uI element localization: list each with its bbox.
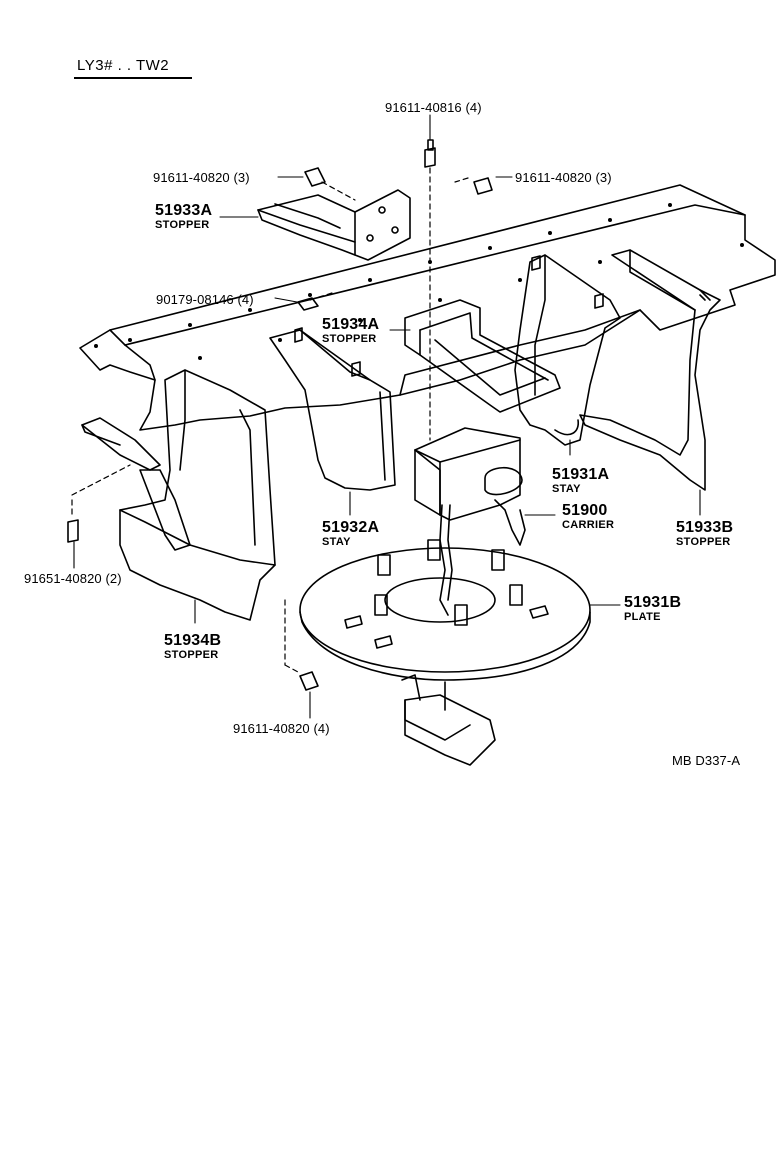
model-code-header: LY3# . . TW2 <box>77 57 170 74</box>
stay-51932a-drawing <box>269 329 396 491</box>
part-number-51931b: 51931B <box>624 594 682 611</box>
diagram-code: MB D337-A <box>672 753 741 768</box>
stopper-51933a-drawing <box>257 189 411 261</box>
carrier-51900-drawing <box>414 427 526 616</box>
fasteners-drawing <box>67 139 604 691</box>
header-underline <box>74 77 192 79</box>
fastener-label-nut: 90179-08146 (4) <box>156 292 254 307</box>
part-name-51932a: STAY <box>322 536 351 548</box>
part-name-51931a: STAY <box>552 483 581 495</box>
assembly-dashed-lines <box>71 167 469 673</box>
leader-lines <box>73 114 701 719</box>
plate-51931b-drawing <box>299 539 591 681</box>
stopper-51933b-drawing <box>579 249 721 491</box>
part-name-51934b: STOPPER <box>164 649 219 661</box>
part-number-51933b: 51933B <box>676 519 734 536</box>
part-number-51934a: 51934A <box>322 316 380 333</box>
fastener-label-top-left: 91611-40820 (3) <box>153 170 250 185</box>
part-name-51900: CARRIER <box>562 519 615 531</box>
part-name-51931b: PLATE <box>624 611 661 623</box>
part-number-51933a: 51933A <box>155 202 213 219</box>
stay-51931a-drawing <box>514 254 621 446</box>
part-name-51933a: STOPPER <box>155 219 210 231</box>
fastener-label-left: 91651-40820 (2) <box>24 571 122 586</box>
part-number-51931a: 51931A <box>552 466 610 483</box>
part-name-51933b: STOPPER <box>676 536 731 548</box>
wheel-studs-drawing <box>374 539 523 626</box>
fastener-label-top-right: 91611-40820 (3) <box>515 170 612 185</box>
part-name-51934a: STOPPER <box>322 333 377 345</box>
stopper-51934a-drawing <box>404 299 561 413</box>
stopper-51934b-drawing <box>81 369 276 621</box>
fastener-label-top-center: 91611-40816 (4) <box>385 100 482 115</box>
part-number-51934b: 51934B <box>164 632 222 649</box>
part-number-51900: 51900 <box>562 502 608 519</box>
fastener-label-bottom: 91611-40820 (4) <box>233 721 330 736</box>
lower-hanger-drawing <box>401 674 496 766</box>
part-number-51932a: 51932A <box>322 519 380 536</box>
